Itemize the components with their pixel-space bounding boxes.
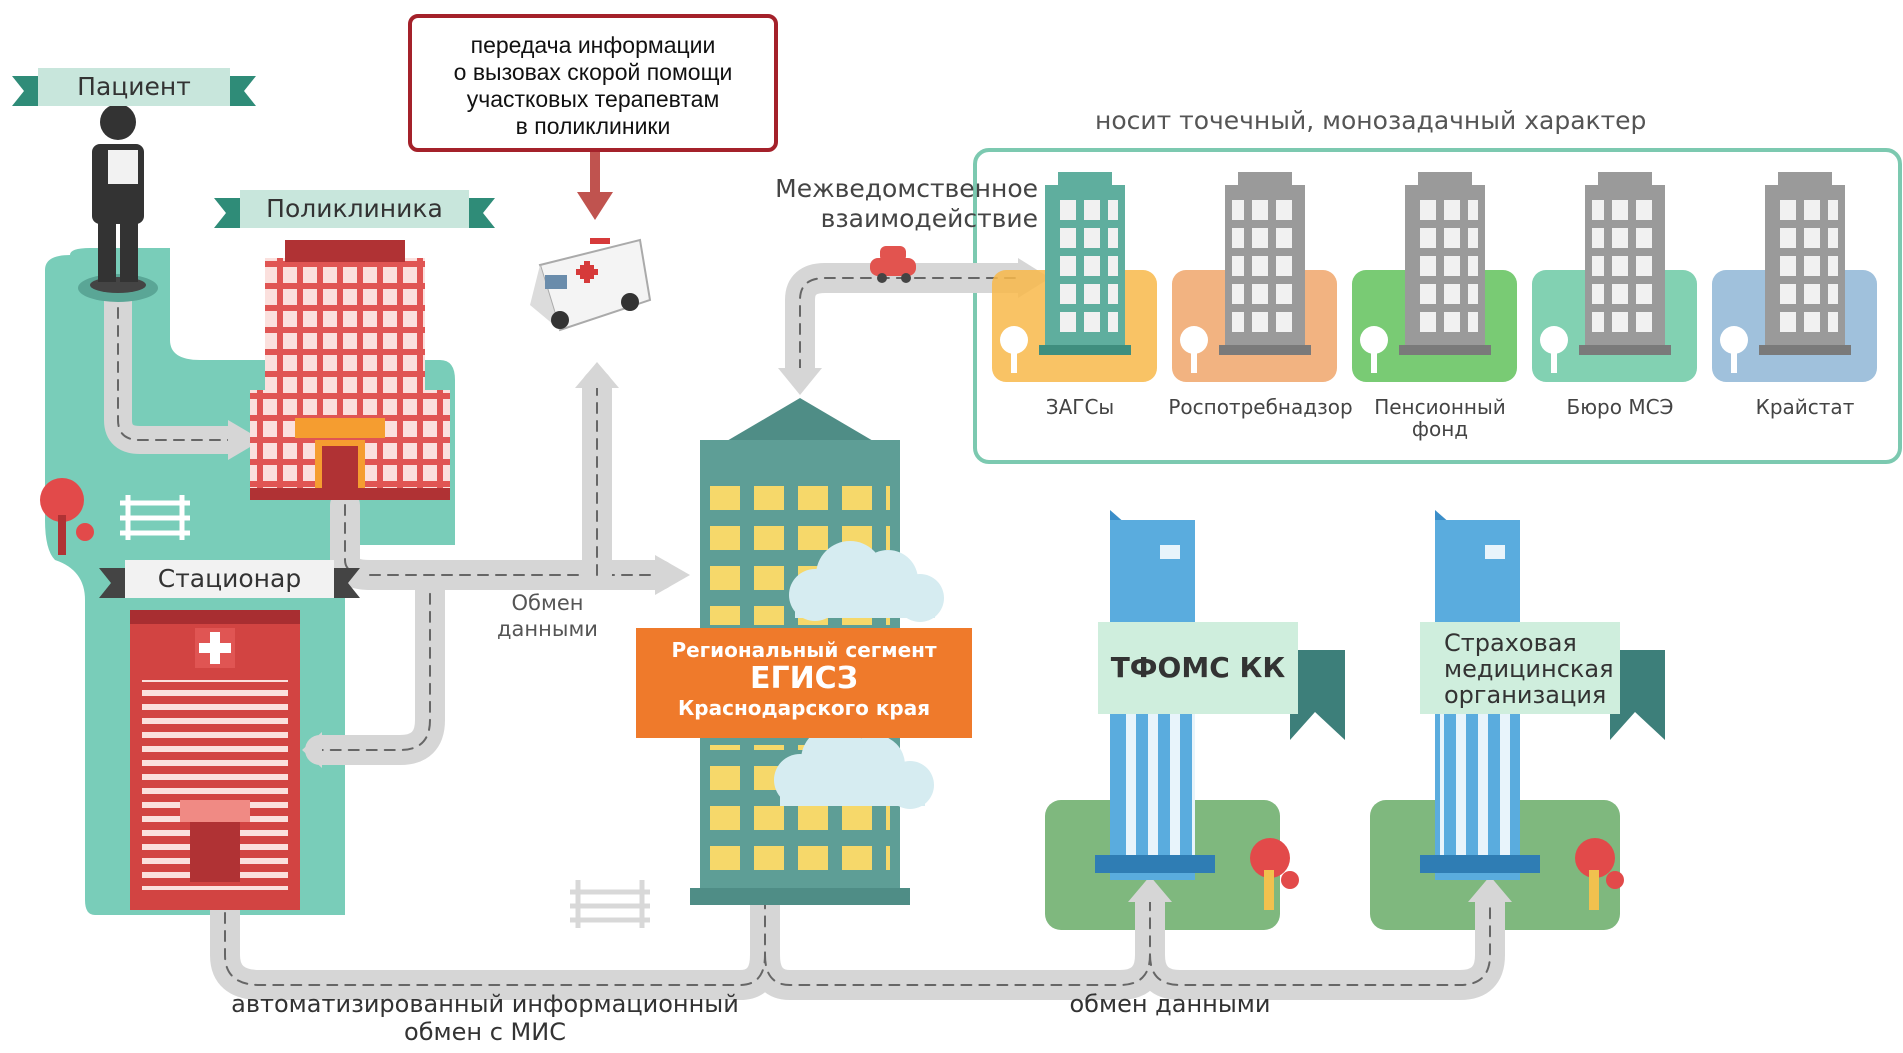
exchange-small-label: Обмен данными: [490, 590, 605, 642]
agency-krajstat: Крайстат: [1715, 396, 1895, 418]
callout-arrow: [577, 152, 613, 220]
patient-ribbon: Пациент: [12, 68, 256, 106]
car-icon: [870, 246, 916, 283]
agency-krajstat-label: Крайстат: [1755, 395, 1855, 419]
egisz-line-1: Региональный сегмент: [671, 638, 937, 662]
polyclinic-building: [250, 240, 450, 500]
insurer-line-3: организация: [1444, 681, 1607, 709]
agency-mse: Бюро МСЭ: [1530, 396, 1710, 418]
agency-rospotreb-label: Роспотребнадзор: [1168, 395, 1353, 419]
bench-left: [120, 495, 190, 540]
agency-pension: Пенсионный фонд: [1350, 396, 1530, 440]
callout-line-3: участковых терапевтам: [466, 86, 720, 112]
ambulance-callout: передача информации о вызовах скорой пом…: [408, 14, 778, 152]
agency-building-3: [1532, 172, 1697, 382]
bottom-left-line-1: автоматизированный информационный: [231, 990, 739, 1018]
insurer-flag-tail: [1610, 650, 1665, 740]
egisz-banner: Региональный сегмент ЕГИСЗ Краснодарског…: [636, 628, 972, 738]
agency-buildings: [992, 172, 1877, 382]
callout-line-1: передача информации: [470, 32, 716, 58]
hospital-label: Стационар: [157, 564, 302, 593]
agency-pension-label-1: Пенсионный: [1374, 395, 1506, 419]
agency-building-0: [992, 172, 1157, 382]
agency-building-1: [1172, 172, 1337, 382]
tree-insurer: [1575, 838, 1624, 910]
patient-label: Пациент: [77, 72, 191, 101]
exchange-small-line-1: Обмен: [511, 591, 584, 615]
interagency-line-1: Межведомственное: [775, 174, 1038, 203]
tree-tfoms: [1250, 838, 1299, 910]
tfoms-flag-tail: [1290, 650, 1345, 740]
agency-mse-label: Бюро МСЭ: [1566, 395, 1674, 419]
bottom-left-label: автоматизированный информационный обмен …: [215, 990, 755, 1046]
exchange-small-line-2: данными: [497, 617, 598, 641]
tree-left: [40, 478, 94, 555]
callout-line-2: о вызовах скорой помощи: [453, 59, 733, 85]
tfoms-flag: ТФОМС КК: [1098, 622, 1298, 714]
agency-building-2: [1352, 172, 1517, 382]
hospital-building: [130, 610, 300, 910]
bench-center: [570, 880, 650, 928]
tfoms-label: ТФОМС КК: [1110, 651, 1286, 684]
agency-zags: ЗАГСы: [990, 396, 1170, 418]
bottom-right-label: обмен данными: [1069, 990, 1271, 1018]
agency-zags-label: ЗАГСы: [1045, 395, 1115, 419]
point-tasks-label: носит точечный, монозадачный характер: [1095, 106, 1647, 135]
interagency-label: Межведомственное взаимодействие: [738, 174, 1038, 234]
insurer-flag: Страховая медицинская организация: [1420, 622, 1620, 714]
agency-pension-label-2: фонд: [1411, 417, 1469, 441]
egisz-line-3: Краснодарского края: [677, 696, 931, 720]
agency-rospotreb: Роспотребнадзор: [1168, 396, 1353, 418]
agency-building-4: [1712, 172, 1877, 382]
bottom-left-line-2: обмен с МИС: [404, 1018, 566, 1046]
callout-line-4: в поликлиники: [515, 113, 671, 139]
insurer-line-2: медицинская: [1444, 655, 1614, 683]
hospital-ribbon: Стационар: [99, 560, 360, 598]
polyclinic-ribbon: Поликлиника: [214, 190, 495, 228]
egisz-line-2: ЕГИСЗ: [749, 661, 859, 696]
polyclinic-label: Поликлиника: [266, 194, 443, 223]
patient-figure: [78, 104, 158, 302]
insurer-line-1: Страховая: [1444, 629, 1577, 657]
interagency-line-2: взаимодействие: [820, 204, 1038, 233]
ambulance: [530, 238, 652, 332]
